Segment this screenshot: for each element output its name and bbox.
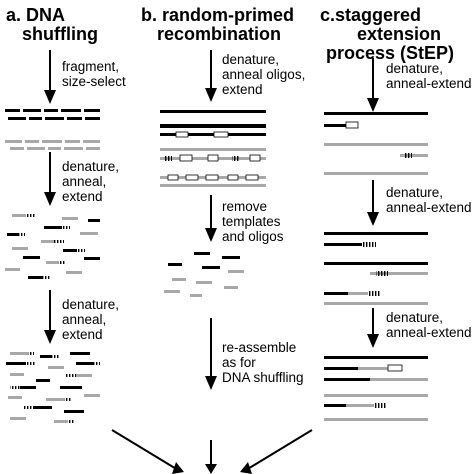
column-b-step1-line2: anneal oligos, <box>222 67 306 82</box>
column-c-step2-line2: anneal-extend <box>386 200 472 215</box>
converge-arrow-right-head <box>240 462 252 474</box>
column-c-round-2 <box>324 232 428 305</box>
column-b-step2-line2: templates <box>222 214 281 229</box>
column-c-step2-line1: denature, <box>386 185 444 200</box>
converge-arrow-left-head <box>172 462 184 474</box>
arrow-c3-head <box>367 334 379 348</box>
column-c-step1-line1: denature, <box>386 61 444 76</box>
column-b-step3-line3: DNA shuffling <box>222 370 304 385</box>
column-a-fragments-1 <box>5 109 100 150</box>
column-a-step2-line1: denature, <box>62 159 120 174</box>
arrow-a3-head <box>44 330 56 344</box>
column-a-step3-line2: anneal, <box>62 312 107 327</box>
column-b-step3-line2: as for <box>222 355 256 370</box>
arrow-b1-head <box>205 88 217 102</box>
column-c-step1-line2: anneal-extend <box>386 76 472 91</box>
column-c-title-line1: c.staggered <box>320 5 422 25</box>
column-a-title-line1: a. DNA <box>6 5 66 25</box>
column-a-fragments-2 <box>5 214 100 279</box>
column-c-title-line2: extension <box>357 24 442 44</box>
column-a-title-line2: shuffling <box>22 24 98 44</box>
column-a-step3-line1: denature, <box>62 297 120 312</box>
column-b-title-line2: recombination <box>157 24 282 44</box>
converge-arrow-right <box>245 429 313 471</box>
column-a-step2-line2: anneal, <box>62 174 107 189</box>
column-b-title-line1: b. random-primed <box>141 5 295 25</box>
column-a-step3-line3: extend <box>62 327 103 342</box>
converge-arrow-left <box>111 429 179 471</box>
column-b-templates <box>160 110 266 187</box>
column-b-step3-line1: re-assemble <box>222 340 297 355</box>
arrow-a1-head <box>44 90 56 104</box>
column-b-step2-line1: remove <box>222 199 268 214</box>
column-a-step2-line3: extend <box>62 189 103 204</box>
arrow-a2-head <box>44 192 56 206</box>
column-a-fragments-3 <box>6 352 100 423</box>
column-b-step2-line3: and oligos <box>222 229 284 244</box>
arrow-b2-head <box>205 228 217 242</box>
column-b-step1-line3: extend <box>222 82 263 97</box>
column-b-step1-line1: denature, <box>222 52 280 67</box>
converge-arrow-center-head <box>205 464 217 474</box>
arrow-c1-head <box>367 98 379 112</box>
arrow-b3-head <box>205 376 217 390</box>
column-c-title-line3: process (StEP) <box>326 43 455 63</box>
column-c-step3-line2: anneal-extend <box>386 325 472 340</box>
arrow-c2-head <box>367 212 379 226</box>
arrows <box>44 50 379 474</box>
column-a-step1-line2: size-select <box>62 74 126 89</box>
column-c-step3-line1: denature, <box>386 310 444 325</box>
column-c-round-1 <box>324 112 428 175</box>
column-b-fragments <box>164 252 244 297</box>
column-a-step1-line1: fragment, <box>62 59 120 74</box>
column-c-round-3 <box>324 356 428 421</box>
